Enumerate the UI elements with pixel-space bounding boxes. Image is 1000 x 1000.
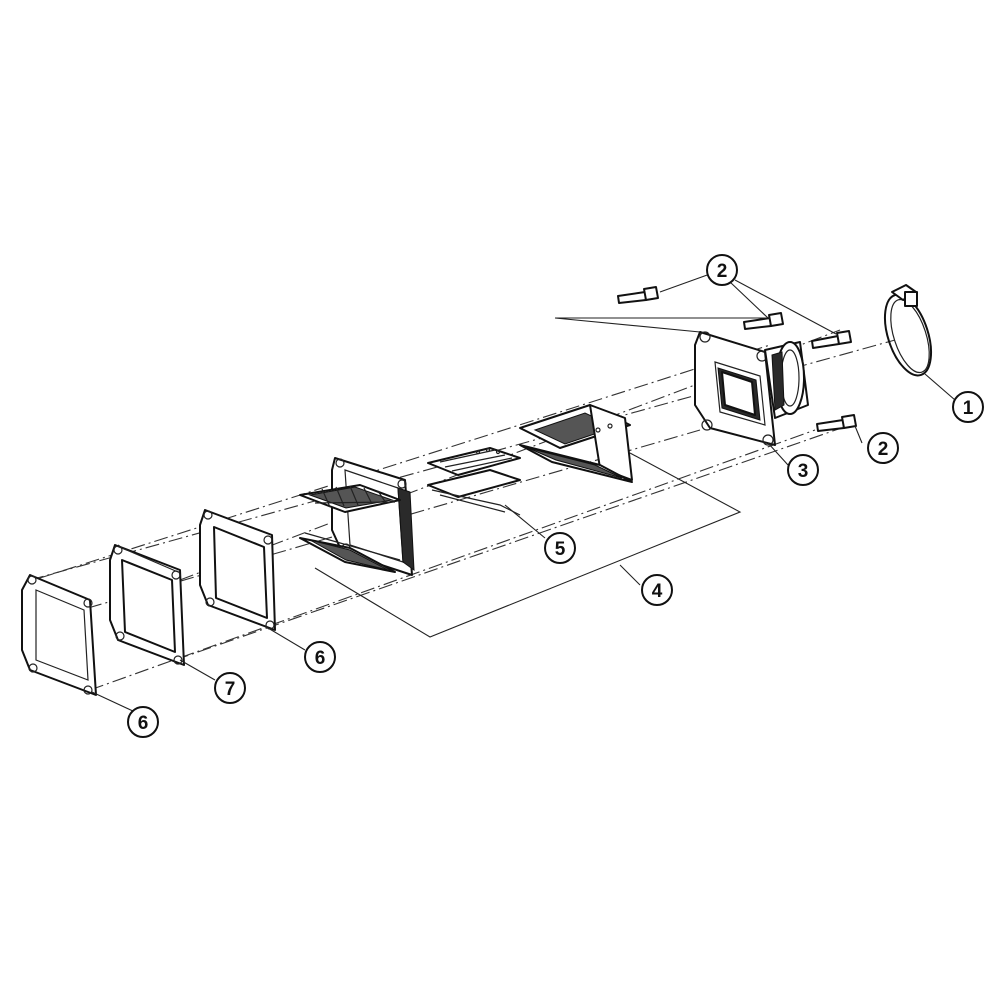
svg-text:6: 6 bbox=[315, 648, 326, 669]
bolts bbox=[617, 286, 857, 432]
gasket-front bbox=[21, 574, 97, 696]
reed-block-assembly bbox=[299, 457, 415, 576]
reed-cage-rear bbox=[519, 404, 633, 483]
intake-manifold bbox=[694, 331, 809, 446]
svg-text:2: 2 bbox=[878, 439, 889, 460]
svg-text:6: 6 bbox=[138, 713, 149, 734]
svg-text:2: 2 bbox=[717, 261, 728, 282]
leader-lines bbox=[91, 273, 956, 713]
bolt-top-middle bbox=[743, 312, 784, 330]
reed-petals bbox=[427, 447, 521, 516]
svg-text:7: 7 bbox=[225, 679, 236, 700]
svg-text:1: 1 bbox=[963, 398, 974, 419]
bolt-bottom-right bbox=[816, 414, 857, 432]
bolt-top-right bbox=[811, 330, 852, 349]
callout-6-right: 6 bbox=[304, 641, 336, 673]
callout-7: 7 bbox=[214, 672, 246, 704]
callout-4: 4 bbox=[641, 574, 673, 606]
callout-6-left: 6 bbox=[127, 706, 159, 738]
callout-3: 3 bbox=[787, 454, 819, 486]
svg-text:3: 3 bbox=[798, 461, 809, 482]
svg-text:4: 4 bbox=[652, 581, 663, 602]
svg-text:5: 5 bbox=[555, 539, 566, 560]
gasket-rear bbox=[199, 509, 276, 631]
callout-2-right: 2 bbox=[867, 432, 899, 464]
callout-2-top: 2 bbox=[706, 254, 738, 286]
hose-clamp bbox=[883, 284, 933, 377]
callout-5: 5 bbox=[544, 532, 576, 564]
spacer-plate bbox=[109, 544, 185, 666]
callout-1: 1 bbox=[952, 391, 984, 423]
bolt-top-left bbox=[617, 286, 659, 304]
